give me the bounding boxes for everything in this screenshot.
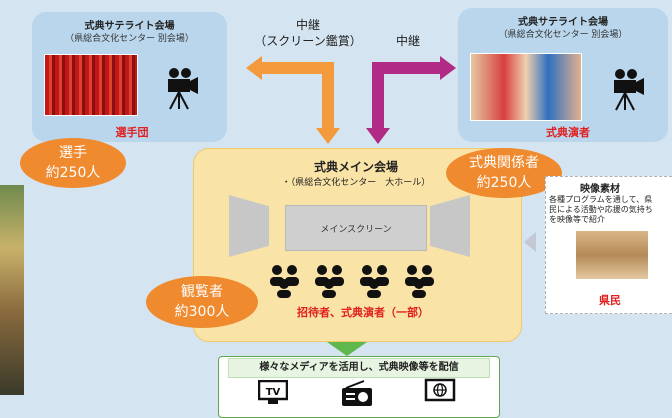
left-side-screen — [229, 195, 269, 257]
performers-photo — [470, 53, 582, 121]
left-edge-photo — [0, 185, 24, 395]
right-satellite-panel: 式典サテライト会場 （県総合文化センター 別会場） 式典演者 — [458, 8, 668, 142]
staff-bubble-line1: 式典関係者 — [469, 155, 539, 171]
left-satellite-subtitle: （県総合文化センター 別会場） — [65, 34, 194, 44]
video-camera-icon — [162, 67, 202, 111]
audience-group-4 — [405, 265, 434, 298]
audience-group-3 — [360, 265, 389, 298]
main-screen: メインスクリーン — [285, 205, 427, 251]
main-venue-title: 式典メイン会場 — [313, 160, 398, 174]
guest-label: 招待者、式典演者（一部） — [297, 306, 429, 319]
audience-bubble-line1: 観覧者 — [181, 284, 223, 300]
left-satellite-panel: 式典サテライト会場 （県総合文化センター 別会場） 選手団 — [32, 12, 227, 142]
right-satellite-title: 式典サテライト会場 — [518, 17, 608, 28]
athletes-label: 選手団 — [115, 126, 149, 139]
orange-relay-arrow — [262, 62, 334, 128]
video-material-text-1: 各種プログラムを通して、県 — [549, 195, 653, 204]
right-side-screen — [430, 195, 470, 257]
video-camera-icon-right — [608, 68, 648, 112]
media-title: 様々なメディアを活用し、式典映像等を配信 — [228, 358, 490, 378]
citizens-label: 県民 — [599, 294, 621, 307]
audience-count-bubble: 観覧者 約300人 — [146, 276, 258, 328]
magenta-relay-arrow — [372, 62, 442, 128]
audience-group-2 — [315, 265, 344, 298]
citizens-photo — [575, 230, 649, 280]
athletes-photo — [44, 54, 138, 116]
orange-arrowhead-down — [316, 128, 340, 144]
video-material-text-2: 民による活動や応援の気持ち — [549, 205, 653, 214]
relay-right-label: 中継 — [395, 34, 420, 48]
main-venue-subtitle: ・（県総合文化センター 大ホール） — [281, 178, 431, 188]
athletes-bubble-line1: 選手 — [59, 145, 87, 161]
orange-arrowhead-left — [246, 56, 262, 80]
magenta-arrowhead-right — [440, 56, 456, 80]
video-material-chevron — [524, 232, 536, 252]
video-material-text-3: を映像等で紹介 — [549, 215, 605, 224]
staff-count-bubble: 式典関係者 約250人 — [446, 148, 562, 198]
left-satellite-title: 式典サテライト会場 — [84, 21, 175, 32]
audience-group-1 — [270, 265, 299, 298]
tv-icon-text: TV — [266, 387, 281, 398]
staff-bubble-line2: 約250人 — [476, 175, 532, 191]
audience-bubble-line2: 約300人 — [174, 304, 230, 320]
radio-icon — [340, 380, 374, 406]
relay-left-label-1: 中継 — [295, 18, 320, 32]
internet-icon — [424, 378, 456, 406]
performers-label: 式典演者 — [546, 126, 590, 139]
main-screen-label: メインスクリーン — [320, 224, 392, 235]
athletes-count-bubble: 選手 約250人 — [20, 138, 126, 188]
athletes-bubble-line2: 約250人 — [45, 165, 101, 181]
magenta-arrowhead-down — [366, 128, 390, 144]
right-satellite-subtitle: （県総合文化センター 別会場） — [498, 30, 628, 40]
tv-icon: TV — [257, 379, 289, 406]
video-material-title: 映像素材 — [580, 184, 620, 195]
relay-left-label-2: （スクリーン鑑賞） — [254, 34, 362, 48]
audience-icons — [270, 265, 434, 298]
green-arrowhead — [327, 342, 367, 356]
